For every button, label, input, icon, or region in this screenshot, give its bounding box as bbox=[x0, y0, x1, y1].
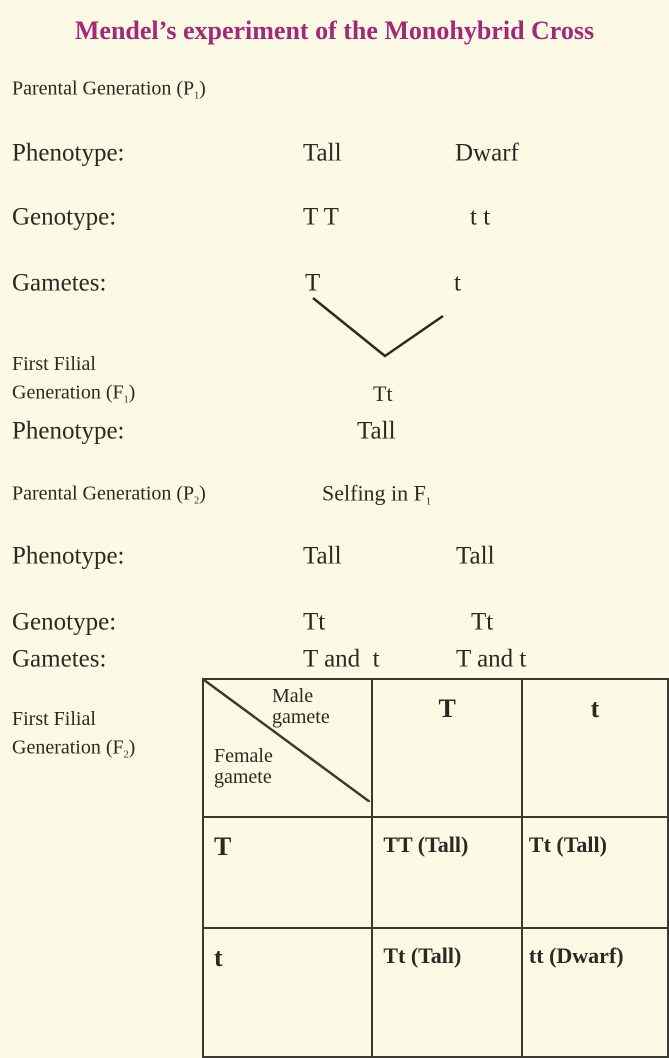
f1-phenotype-label: Phenotype: bbox=[12, 417, 125, 445]
f1-heading-line1: First Filial bbox=[12, 353, 96, 375]
p1-phenotype-parent1: Tall bbox=[303, 139, 342, 167]
p2-gametes-label: Gametes: bbox=[12, 645, 107, 673]
female-gamete-header: t bbox=[201, 927, 374, 1058]
male-gamete-header: T bbox=[371, 678, 523, 818]
p2-genotype-label: Genotype: bbox=[12, 608, 117, 636]
p2-phenotype-label: Phenotype: bbox=[12, 542, 125, 570]
f1-heading-line2: Generation (F1) bbox=[12, 381, 136, 406]
p2-phenotype-parent1: Tall bbox=[303, 542, 342, 570]
f1-genotype: Tt bbox=[373, 381, 393, 406]
page-title: Mendel’s experiment of the Monohybrid Cr… bbox=[74, 16, 595, 45]
p1-gamete-parent1: T bbox=[305, 269, 321, 297]
offspring-cell: Tt (Tall) bbox=[520, 816, 669, 929]
offspring-cell: tt (Dwarf) bbox=[520, 927, 669, 1058]
p1-genotype-label: Genotype: bbox=[12, 203, 117, 231]
p1-genotype-parent1: T T bbox=[303, 203, 339, 231]
offspring-cell: Tt (Tall) bbox=[371, 927, 523, 1058]
female-gamete-header: T bbox=[201, 816, 374, 929]
p1-heading: Parental Generation (P1) bbox=[12, 77, 206, 102]
p2-gametes-parent1: T and t bbox=[303, 645, 380, 673]
p2-heading: Parental Generation (P2) bbox=[12, 482, 206, 507]
p2-gametes-parent2: T and t bbox=[456, 645, 527, 673]
p1-phenotype-parent2: Dwarf bbox=[455, 139, 519, 167]
offspring-cell: TT (Tall) bbox=[371, 816, 523, 929]
p1-gametes-label: Gametes: bbox=[12, 269, 107, 297]
p1-genotype-parent2: t t bbox=[470, 203, 491, 231]
p1-gamete-parent2: t bbox=[454, 269, 461, 297]
p1-phenotype-label: Phenotype: bbox=[12, 139, 125, 167]
f2-heading-line1: First Filial bbox=[12, 708, 96, 730]
male-gamete-header: t bbox=[520, 678, 669, 818]
cross-lines bbox=[312, 297, 444, 358]
p2-genotype-parent2: Tt bbox=[471, 608, 494, 636]
p2-phenotype-parent2: Tall bbox=[456, 542, 495, 570]
f2-heading-line2: Generation (F2) bbox=[12, 736, 136, 761]
diagonal-divider bbox=[204, 680, 370, 802]
f1-phenotype: Tall bbox=[357, 417, 396, 445]
p2-selfing-note: Selfing in F1 bbox=[322, 480, 431, 508]
p2-genotype-parent1: Tt bbox=[303, 608, 326, 636]
